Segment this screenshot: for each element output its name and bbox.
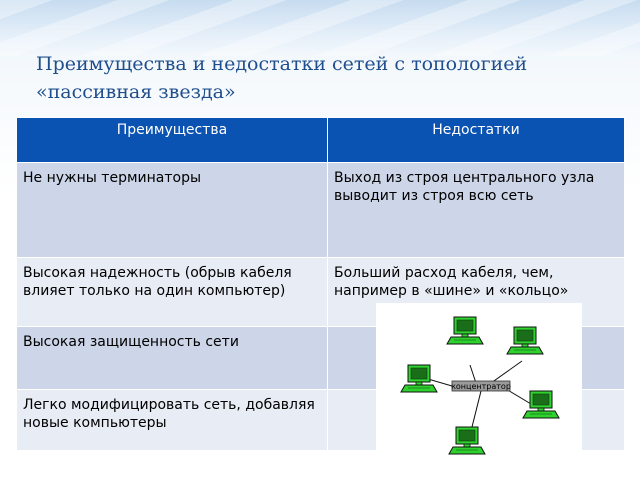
table-row: Не нужны терминаторы Выход из строя цент…: [17, 163, 624, 257]
slide-title: Преимущества и недостатки сетей с тополо…: [36, 50, 596, 106]
advantage-cell: Не нужны терминаторы: [17, 163, 327, 257]
computer-icon: [400, 364, 438, 393]
computer-icon: [522, 390, 560, 419]
disadvantage-cell: Выход из строя центрального узла выводит…: [328, 163, 624, 257]
network-cables: [427, 360, 537, 428]
computer-icon: [448, 426, 486, 455]
slide-title-line-1: Преимущества и недостатки сетей с тополо…: [36, 53, 528, 75]
computer-icon: [446, 316, 484, 345]
header-disadvantages: Недостатки: [328, 118, 624, 162]
decorative-top-band: [0, 0, 640, 56]
hub-icon: [451, 380, 511, 392]
advantage-cell: Высокая надежность (обрыв кабеля влияет …: [17, 258, 327, 326]
comparison-table: Преимущества Недостатки Не нужны термина…: [16, 117, 625, 451]
header-advantages: Преимущества: [17, 118, 327, 162]
advantage-cell: Легко модифицировать сеть, добавляя новы…: [17, 390, 327, 450]
hub-label: концентратор: [451, 382, 511, 391]
advantage-cell: Высокая защищенность сети: [17, 327, 327, 389]
slide-title-line-2: «пассивная звезда»: [36, 81, 236, 103]
star-topology-diagram: концентратор: [376, 303, 582, 463]
table-header-row: Преимущества Недостатки: [17, 118, 624, 162]
computer-icon: [506, 326, 544, 355]
star-topology-svg: концентратор: [400, 316, 560, 455]
